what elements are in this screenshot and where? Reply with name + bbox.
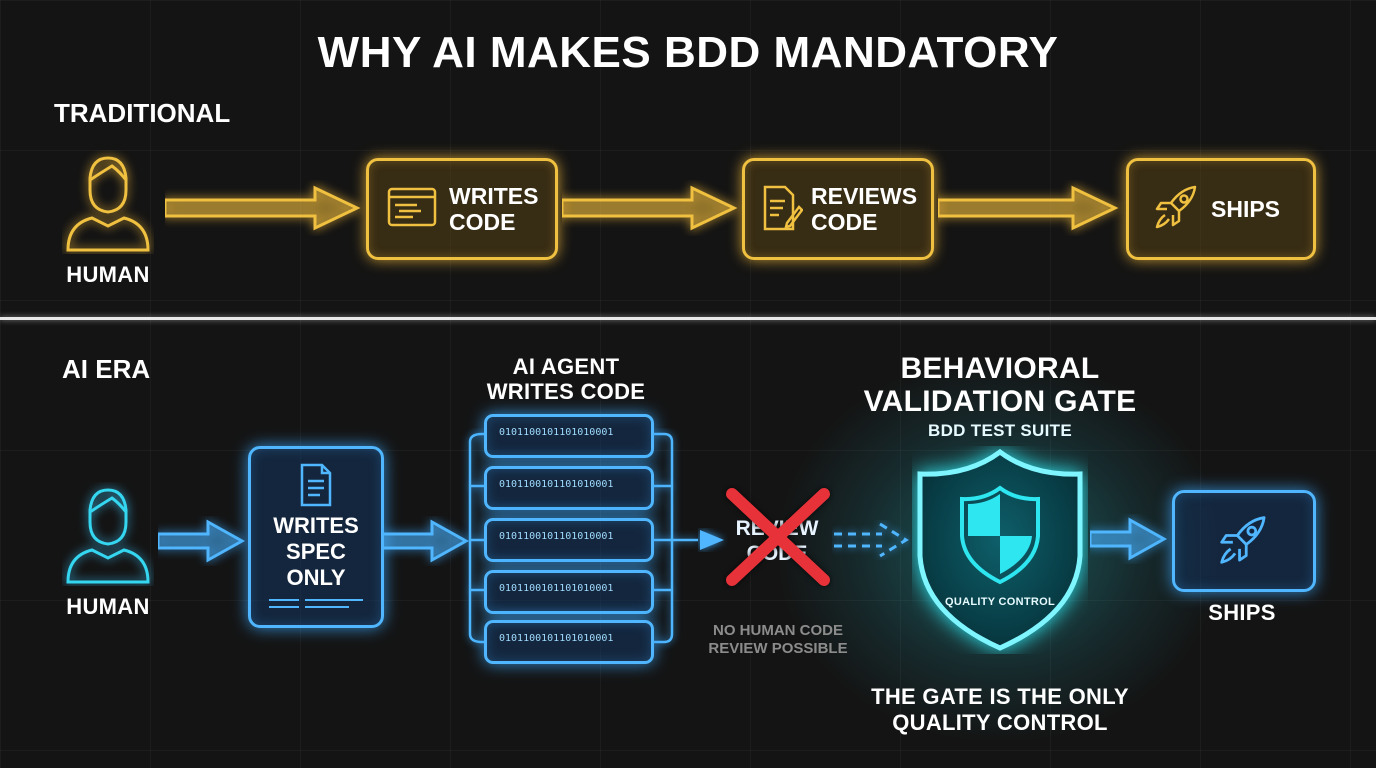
page-title: WHY AI MAKES BDD MANDATORY [317,28,1059,77]
section-divider [0,317,1376,320]
flow-arrow [562,185,738,231]
agent-title-line1: AI AGENT [512,354,620,379]
gate-title: BEHAVIORAL VALIDATION GATE [840,352,1160,418]
gate-title-line2: VALIDATION GATE [863,385,1137,418]
spec-label-line2: SPEC [286,539,346,564]
human-icon [66,156,150,252]
step-label: SHIPS [1211,196,1281,222]
gate-title-line1: BEHAVIORAL [900,352,1100,385]
ships-card [1172,490,1316,592]
step-label-line1: WRITES [449,183,539,209]
step-label-line1: REVIEWS [811,183,918,209]
agent-title: AI AGENT WRITES CODE [460,354,672,404]
agent-connectors [468,432,698,644]
gate-caption-line1: THE GATE IS THE ONLY [871,684,1129,709]
step-reviews-code: REVIEWS CODE [742,158,934,260]
flow-arrow [938,185,1119,231]
reject-x-icon [726,488,830,586]
document-pen-icon [763,185,803,231]
binary-text: 0101100101101010001 [499,633,614,644]
text-lines-decoration [269,599,363,608]
binary-text: 0101100101101010001 [499,479,614,490]
flow-arrow [1090,517,1168,561]
step-ships: SHIPS [1126,158,1316,260]
gate-subtitle: BDD TEST SUITE [928,421,1072,440]
section-label-ai-era: AI ERA [62,354,151,384]
no-review-line2: REVIEW POSSIBLE [708,640,848,657]
human-icon [66,488,150,584]
gate-caption: THE GATE IS THE ONLY QUALITY CONTROL [840,684,1160,736]
section-label-traditional: TRADITIONAL [54,98,231,128]
step-writes-code: WRITES CODE [366,158,558,260]
no-review-note: NO HUMAN CODE REVIEW POSSIBLE [698,622,858,658]
no-review-line1: NO HUMAN CODE [713,622,843,639]
ships-label: SHIPS [1208,600,1276,625]
flow-arrow-head [700,530,724,550]
code-window-icon [387,187,437,227]
step-label-line2: CODE [449,209,516,235]
server-row: 0101100101101010001 [484,518,654,562]
step-label-line2: CODE [811,209,878,235]
shield-icon [917,448,1083,651]
server-row: 0101100101101010001 [484,414,654,458]
spec-label-line3: ONLY [286,565,346,590]
human-label: HUMAN [66,594,150,619]
rocket-icon [1155,185,1197,229]
binary-text: 0101100101101010001 [499,583,614,594]
agent-title-line2: WRITES CODE [486,379,646,404]
spec-label-line1: WRITES [273,513,359,538]
server-row: 0101100101101010001 [484,570,654,614]
human-label: HUMAN [66,262,150,287]
binary-text: 0101100101101010001 [499,427,614,438]
flow-arrow [165,185,361,231]
document-icon [300,463,332,507]
flow-arrow [382,519,470,563]
agent-server-stack: 0101100101101010001 0101100101101010001 … [484,414,654,664]
dashed-flow-arrow [834,522,909,558]
binary-text: 0101100101101010001 [499,531,614,542]
server-row: 0101100101101010001 [484,620,654,664]
shield-label: QUALITY CONTROL [944,596,1055,608]
flow-arrow [158,519,246,563]
rocket-icon [1220,516,1266,564]
gate-caption-line2: QUALITY CONTROL [892,710,1108,735]
spec-card: WRITES SPEC ONLY [248,446,384,628]
server-row: 0101100101101010001 [484,466,654,510]
